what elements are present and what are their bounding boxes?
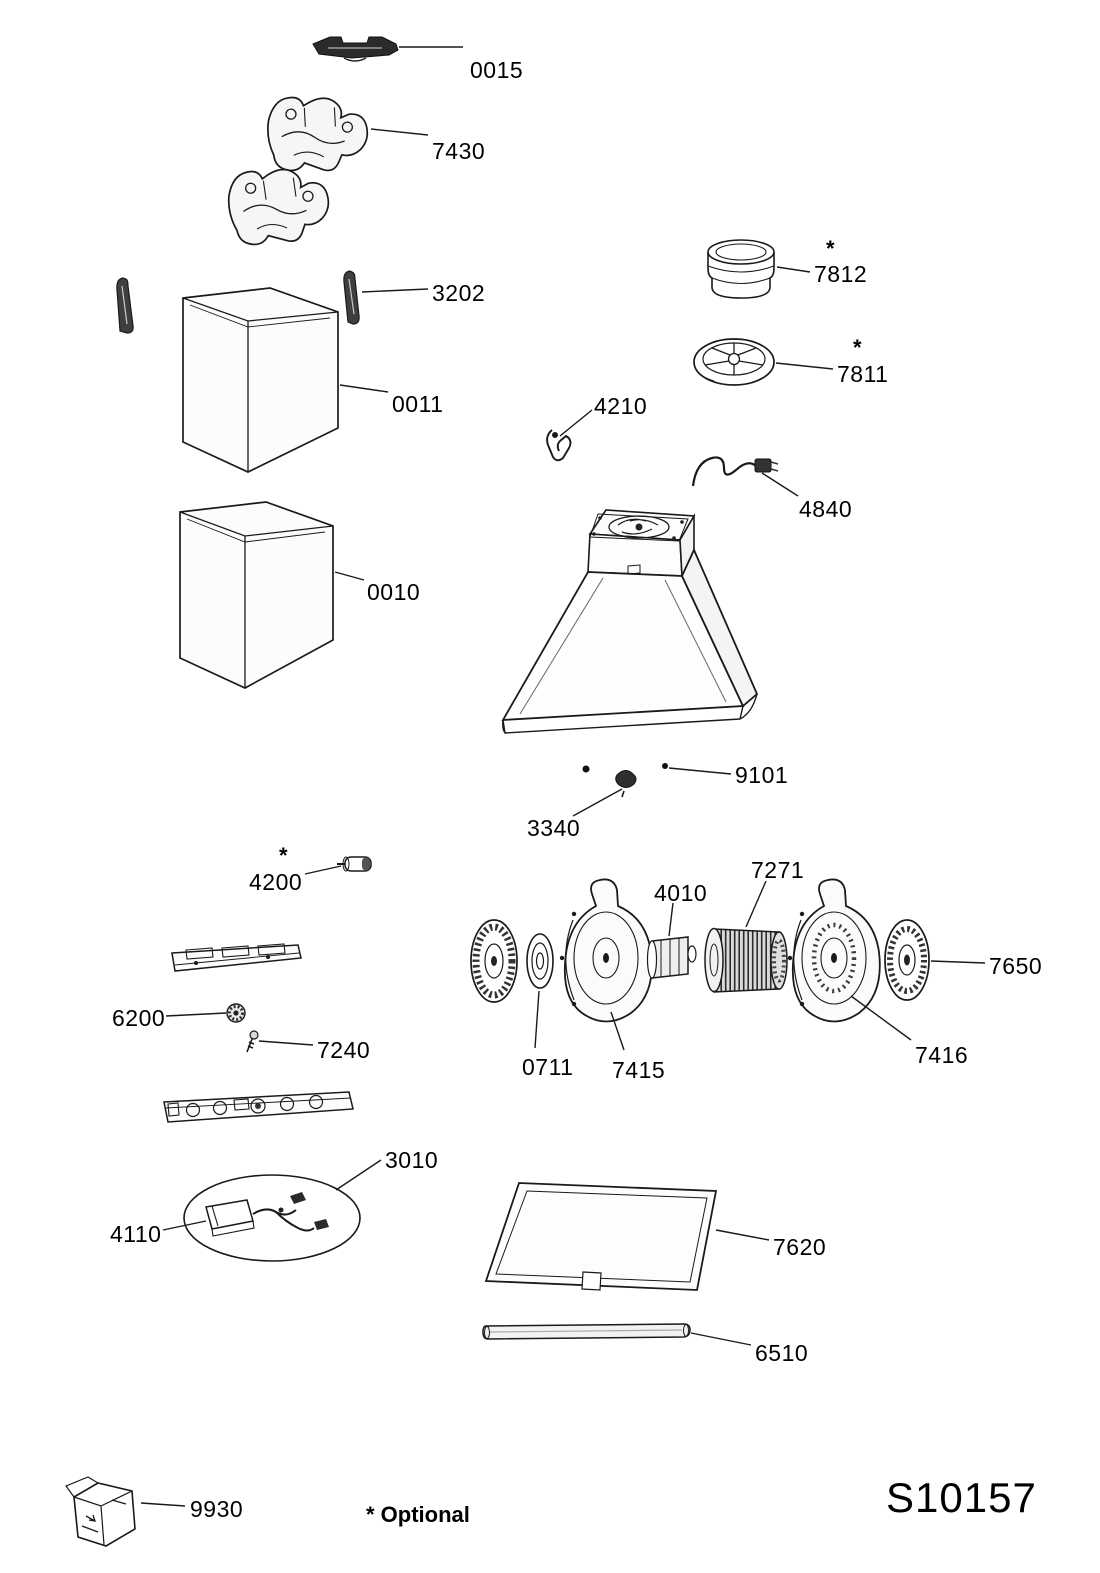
part-label-6200: 6200 <box>112 1005 166 1031</box>
part-7812-collar <box>707 239 775 299</box>
leader-7271 <box>745 880 767 928</box>
leader-6510 <box>690 1332 752 1346</box>
lamp-box <box>205 1199 254 1230</box>
part-0711-washer <box>526 933 554 989</box>
part-3340-knob <box>615 770 637 798</box>
part-label-0015: 0015 <box>470 57 524 83</box>
leader-0711 <box>534 990 540 1049</box>
part-0015-wall-bracket <box>312 36 399 62</box>
leader-0010 <box>334 571 365 581</box>
leader-7620 <box>715 1229 770 1241</box>
part-label-7430: 7430 <box>432 138 486 164</box>
part-label-7271: 7271 <box>751 857 805 883</box>
part-4200-capacitor <box>337 856 372 872</box>
leader-lines <box>140 46 986 1507</box>
leader-4210 <box>559 409 593 437</box>
part-6200-knob <box>226 1003 246 1023</box>
part-4840-cord <box>691 456 779 487</box>
part-7650-end-grille-right <box>884 919 930 1001</box>
part-0010-chimney-lower <box>179 501 334 689</box>
part-label-7812: 7812 <box>814 261 868 287</box>
leader-3340 <box>572 788 623 817</box>
part-label-4840: 4840 <box>799 496 853 522</box>
part-3010-lamp-assembly <box>183 1174 361 1262</box>
optional-marker-4200: * <box>279 843 288 868</box>
optional-marker-7812: * <box>826 236 835 261</box>
part-label-7650: 7650 <box>989 953 1043 979</box>
part-7620-grease-filter <box>484 1182 718 1291</box>
part-label-7240: 7240 <box>317 1037 371 1063</box>
leader-7812 <box>776 266 811 273</box>
diagram-code: S10157 <box>886 1474 1037 1521</box>
optional-note: * Optional <box>366 1502 470 1527</box>
leader-7240 <box>258 1040 314 1046</box>
part-label-3340: 3340 <box>527 815 581 841</box>
part-7240-screw <box>246 1030 259 1053</box>
motor-end-grille-left <box>470 919 518 1003</box>
part-label-9930: 9930 <box>190 1496 244 1522</box>
part-6510-handle <box>482 1323 691 1340</box>
leader-3202 <box>361 288 429 293</box>
part-label-0010: 0010 <box>367 579 421 605</box>
part-4010-coupling <box>646 936 697 979</box>
part-7811-damper <box>693 338 775 386</box>
leader-4010 <box>668 902 674 937</box>
leader-7415 <box>610 1011 625 1051</box>
leader-4200 <box>304 865 342 875</box>
part-label-4210: 4210 <box>594 393 648 419</box>
leader-3010 <box>335 1159 382 1191</box>
optional-marker-7811: * <box>853 335 862 360</box>
part-label-4010: 4010 <box>654 880 708 906</box>
part-3202-strips <box>116 270 360 334</box>
control-strip <box>163 1091 354 1123</box>
leader-4840 <box>761 472 799 497</box>
leader-9930 <box>140 1502 186 1507</box>
part-9930-packaging <box>65 1476 136 1547</box>
leader-7811 <box>775 362 834 370</box>
part-7271-blower-wheel <box>704 927 788 993</box>
part-label-3010: 3010 <box>385 1147 439 1173</box>
part-label-9101: 9101 <box>735 762 789 788</box>
part-label-4200: 4200 <box>249 869 303 895</box>
leader-6200 <box>165 1012 227 1017</box>
part-label-6510: 6510 <box>755 1340 809 1366</box>
leader-4110 <box>162 1220 207 1231</box>
part-label-0011: 0011 <box>392 391 444 417</box>
part-7430-bracket-lower <box>226 167 331 247</box>
part-7415-housing-left <box>558 878 653 1023</box>
part-label-4110: 4110 <box>110 1221 162 1247</box>
part-label-7811: 7811 <box>837 361 889 387</box>
part-label-3202: 3202 <box>432 280 486 306</box>
leader-9101 <box>668 767 732 775</box>
leader-7650 <box>930 960 986 964</box>
part-label-7415: 7415 <box>612 1057 666 1083</box>
leader-7430 <box>370 128 429 136</box>
part-label-7620: 7620 <box>773 1234 827 1260</box>
leader-7416 <box>850 995 912 1041</box>
part-label-0711: 0711 <box>522 1054 574 1080</box>
hood-canopy <box>501 509 759 734</box>
part-0011-chimney-upper <box>182 287 339 473</box>
part-label-7416: 7416 <box>915 1042 969 1068</box>
part-7416-housing-right <box>786 878 881 1023</box>
part-4210-clip <box>546 429 572 462</box>
part-7430-bracket-upper <box>264 94 370 176</box>
lamp-support-bracket <box>171 943 302 972</box>
leader-0011 <box>339 384 389 393</box>
part-9101-screws <box>582 763 668 773</box>
